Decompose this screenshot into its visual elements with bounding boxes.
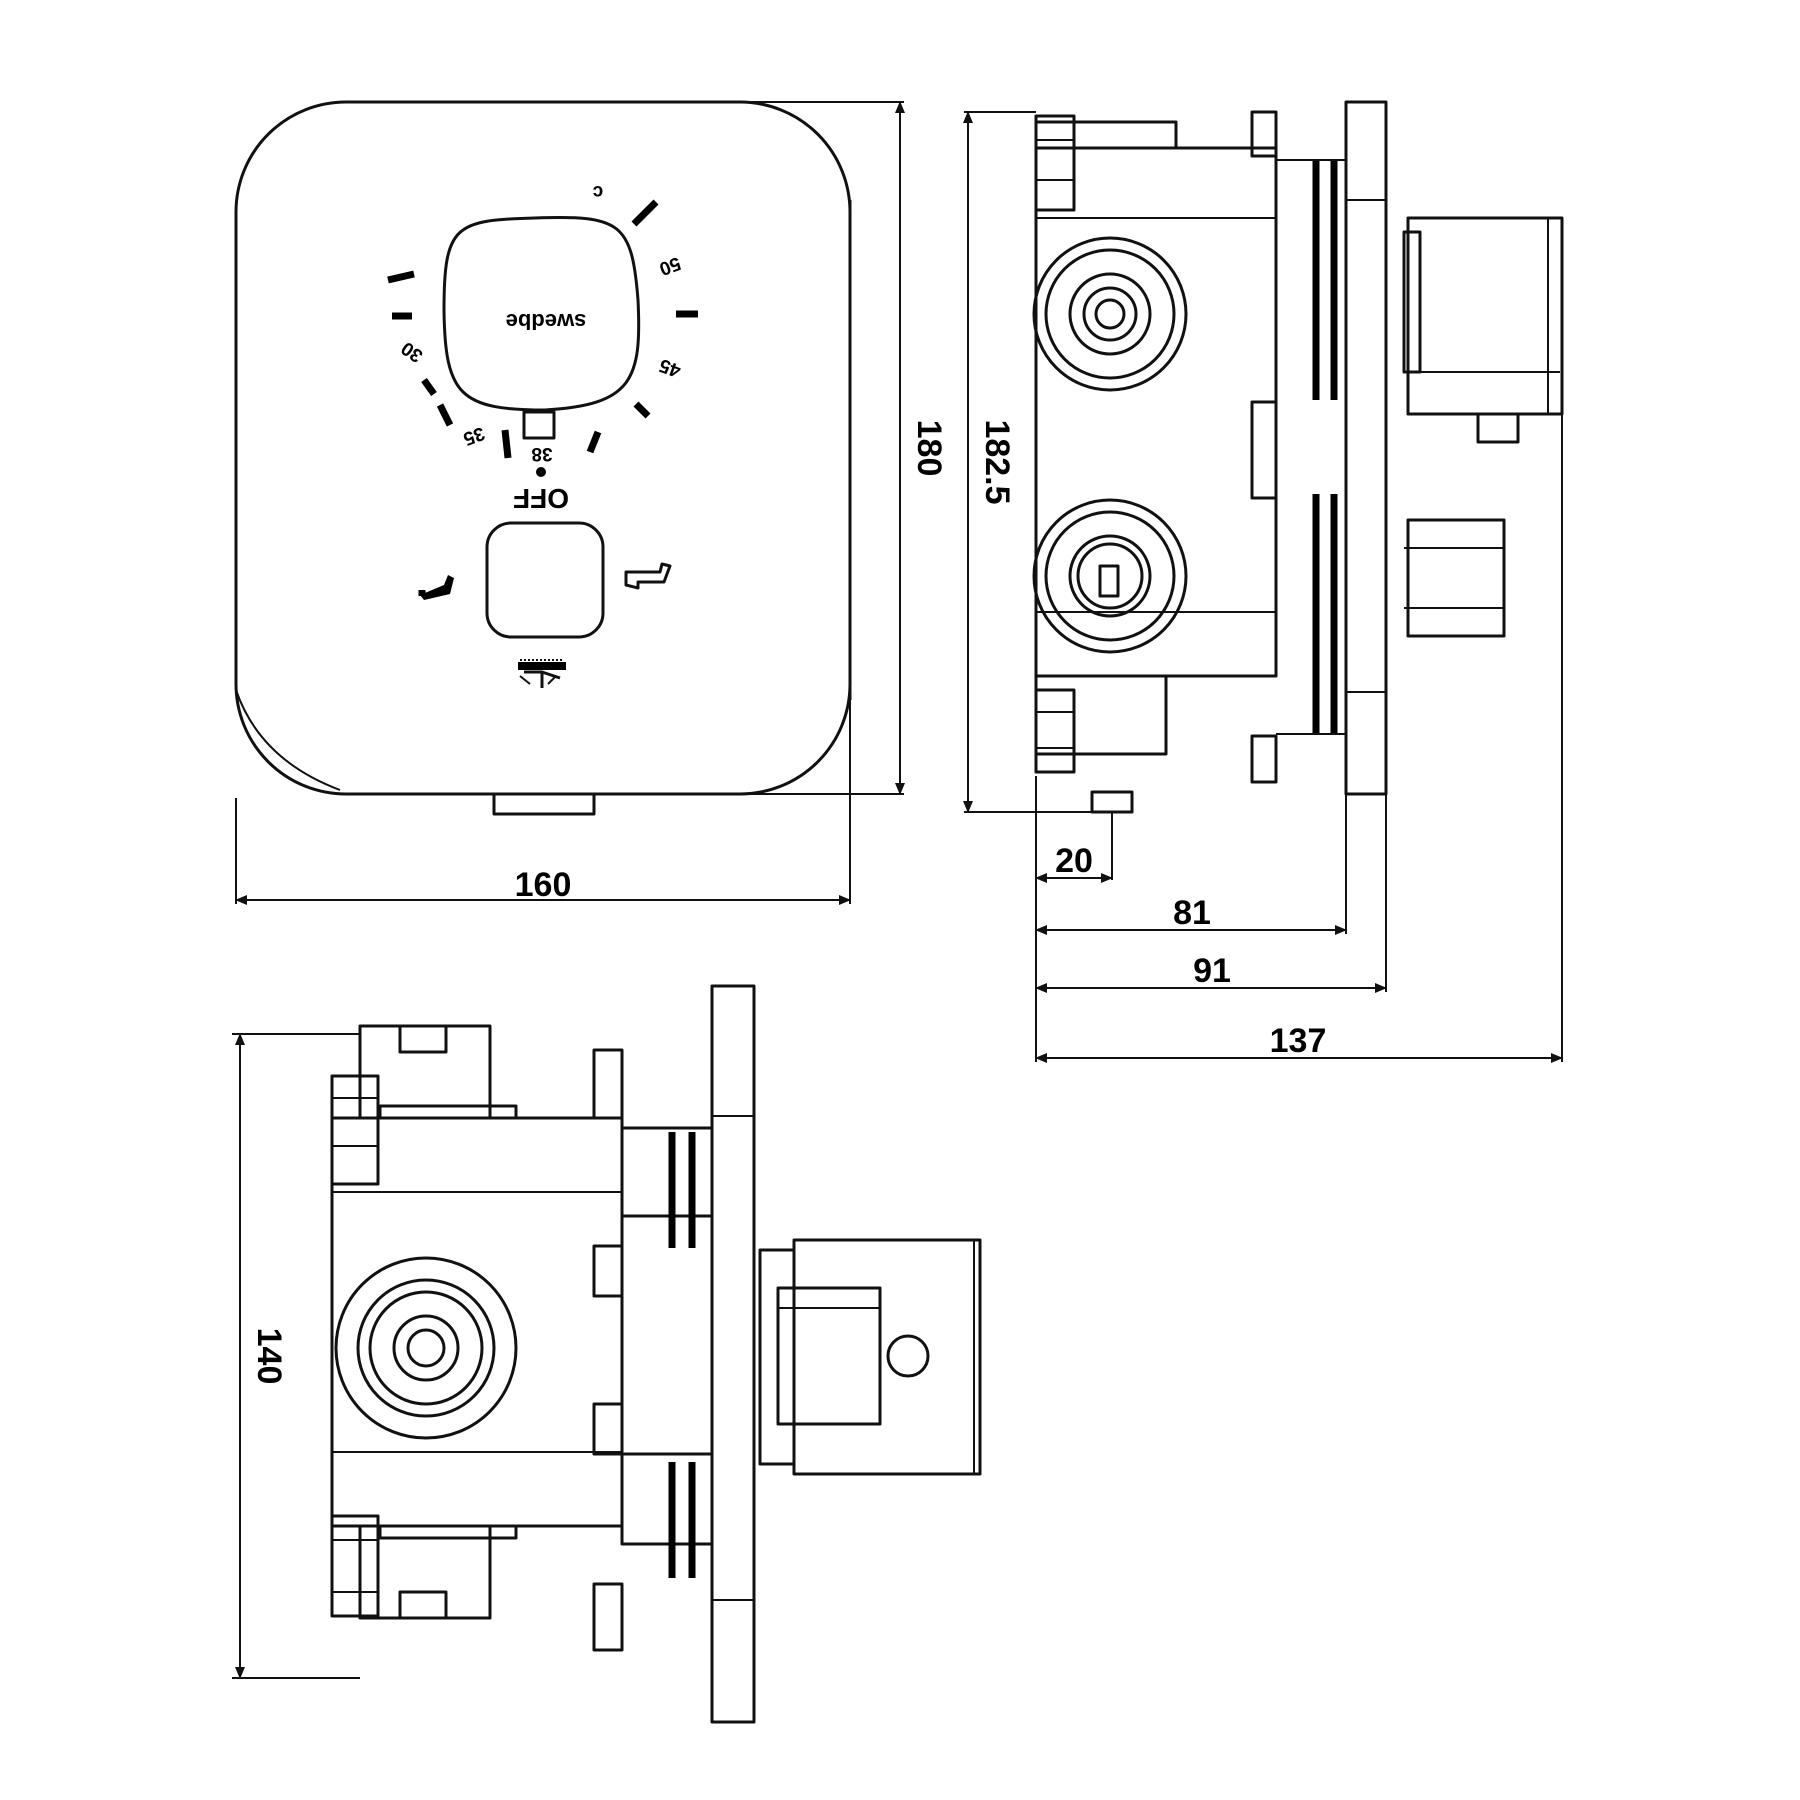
bottom-top-nut xyxy=(330,1074,380,1186)
front-view: swedbe OFF c 50 45 38 35 30 xyxy=(234,100,852,816)
top-nut xyxy=(1034,114,1076,212)
dimension-body-height: 182.5 xyxy=(963,111,1100,813)
knob-stem xyxy=(522,410,556,440)
valve-bottom-block xyxy=(1034,674,1168,756)
upper-cartridge xyxy=(1032,236,1188,392)
scale-label-35: 35 xyxy=(460,422,487,449)
scale-tick xyxy=(633,401,651,419)
dimension-81-label: 81 xyxy=(1173,894,1211,932)
off-label: OFF xyxy=(513,483,569,514)
scale-label-38: 38 xyxy=(531,443,552,464)
faceplate-bottom-tab xyxy=(492,792,596,816)
dimension-width: 160 xyxy=(235,700,851,905)
faceplate-bottom-curve xyxy=(235,689,341,791)
lower-cartridge xyxy=(1032,498,1188,654)
scale-label-30: 30 xyxy=(398,337,427,366)
temperature-knob xyxy=(442,216,641,412)
scale-label-45: 45 xyxy=(656,354,683,381)
scale-tick xyxy=(501,429,512,459)
valve-body xyxy=(1034,146,1278,678)
dimension-bottom-height: 140 xyxy=(232,1033,360,1679)
diverter-handle-side xyxy=(1406,518,1506,638)
dimension-180-label: 180 xyxy=(910,420,948,477)
dimension-depths: 20 81 91 137 xyxy=(1035,414,1563,1063)
bottom-nut xyxy=(1034,688,1076,774)
diverter-knob xyxy=(485,521,605,639)
bottom-lower-nut xyxy=(330,1514,380,1618)
wall-plate xyxy=(1344,100,1388,796)
scale-tick xyxy=(631,199,659,227)
rain-shower-icon xyxy=(518,659,566,688)
scale-tick xyxy=(586,430,602,454)
handle-screw-hole xyxy=(886,1334,930,1378)
dimension-160-label: 160 xyxy=(515,866,572,904)
temperature-handle-side xyxy=(1406,216,1564,416)
scale-tick xyxy=(436,403,454,427)
off-dot-marker xyxy=(536,467,546,477)
brand-logo: swedbe xyxy=(506,309,587,334)
scale-label-c: c xyxy=(592,181,603,202)
scale-tick xyxy=(387,270,415,284)
dimension-height: 180 xyxy=(740,101,948,795)
bottom-wall-plate xyxy=(710,984,756,1724)
dimension-140-label: 140 xyxy=(250,1328,288,1385)
side-view xyxy=(1032,100,1564,814)
scale-tick xyxy=(421,377,437,397)
dimension-20-label: 20 xyxy=(1055,842,1093,880)
dimension-137-label: 137 xyxy=(1270,1022,1327,1060)
bottom-cartridge xyxy=(334,1256,518,1440)
dimension-91-label: 91 xyxy=(1193,952,1231,990)
scale-label-50: 50 xyxy=(656,252,683,279)
hand-shower-icon xyxy=(418,575,454,600)
bottom-view xyxy=(330,984,982,1724)
bath-spout-icon xyxy=(624,562,672,590)
dimension-182-5-label: 182.5 xyxy=(978,419,1016,504)
